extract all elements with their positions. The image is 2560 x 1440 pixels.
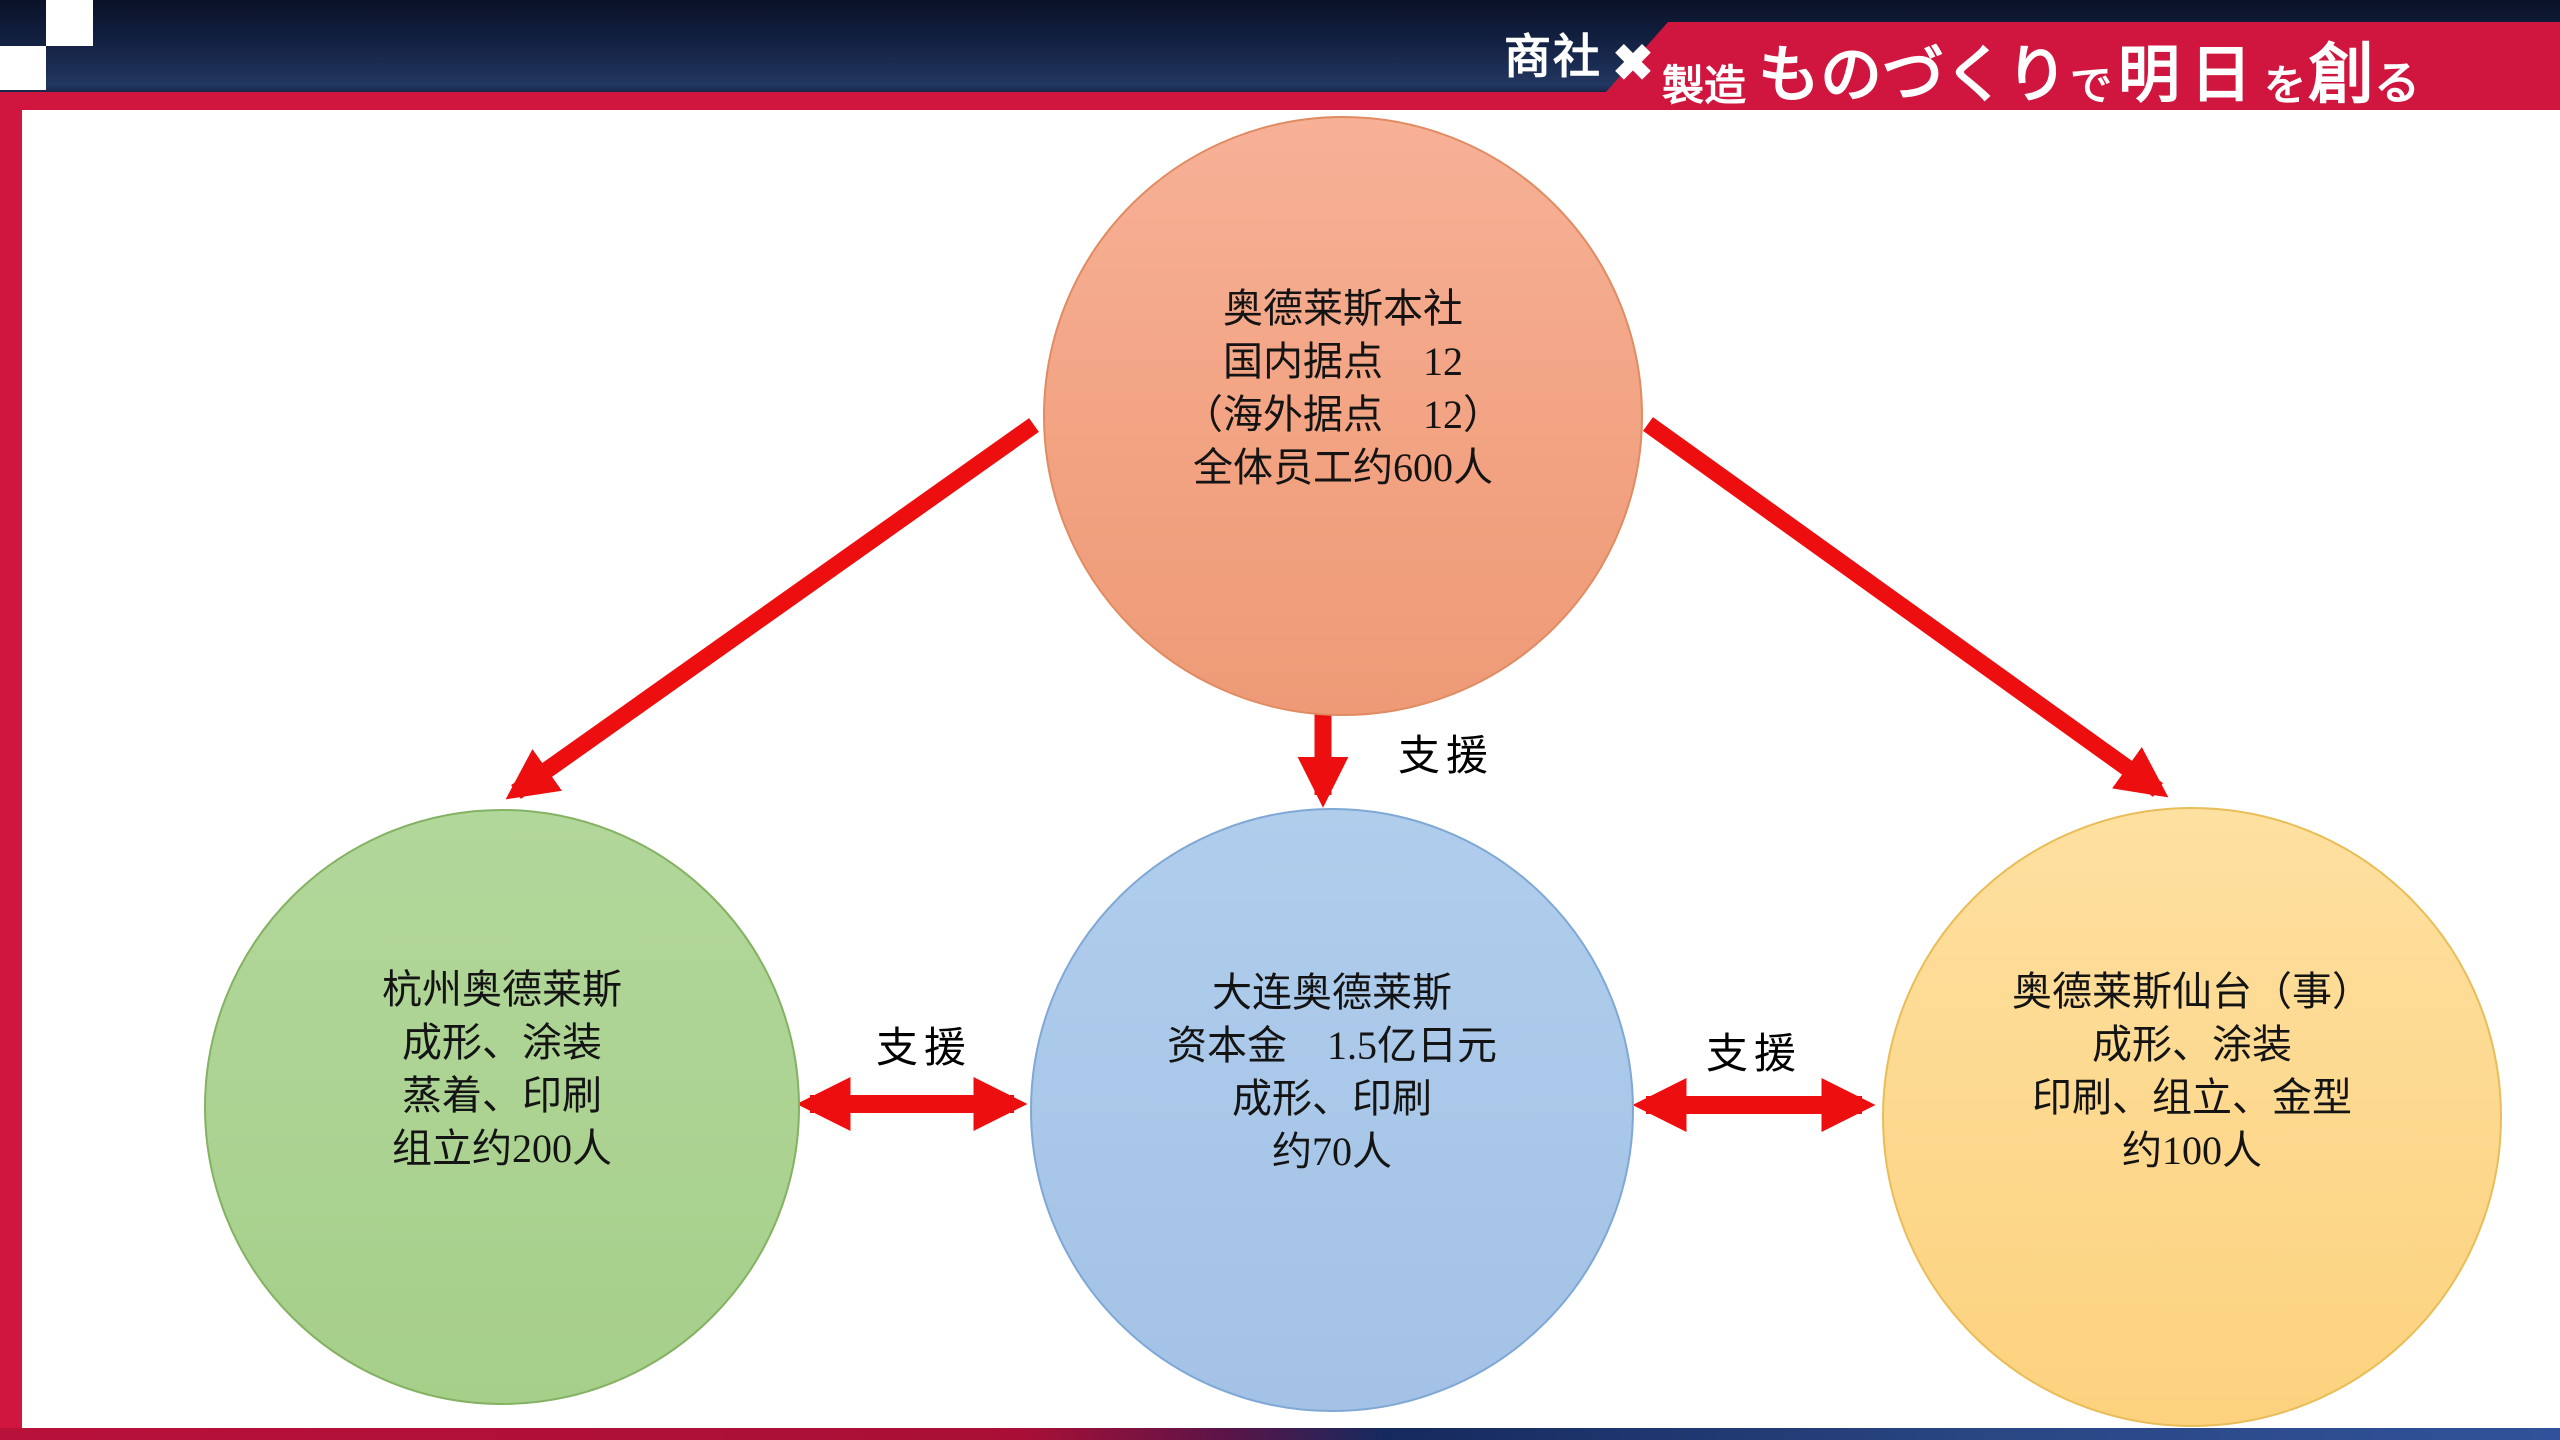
node-line: 约100人 [2122, 1128, 2262, 1173]
title-banner-shape [1606, 22, 2560, 92]
node-hangzhou: 杭州奥德莱斯 成形、涂装 蒸着、印刷 组立约200人 [204, 809, 800, 1405]
checker-square-top [46, 0, 93, 46]
node-sendai: 奥德莱斯仙台（事） 成形、涂装 印刷、组立、金型 约100人 [1882, 807, 2502, 1427]
frame-bottom-band [0, 1428, 2560, 1440]
node-line: 全体员工约600人 [1193, 445, 1493, 490]
support-label-left: 支援 [876, 1026, 973, 1072]
node-line: 成形、涂装 [402, 1020, 602, 1065]
node-headquarters: 奥德莱斯本社 国内据点 12 （海外据点 12） 全体员工约600人 [1043, 116, 1643, 716]
node-line: 杭州奥德莱斯 [382, 967, 622, 1012]
node-line: 组立约200人 [392, 1126, 612, 1171]
multiply-cross-icon: ✖ [1612, 35, 1654, 91]
support-label-center: 支援 [1398, 734, 1495, 780]
frame-left-border [0, 92, 22, 1440]
banner-title-part: 創 [2308, 37, 2375, 112]
checker-square-left [0, 46, 46, 90]
banner-title-part: で [2070, 62, 2113, 110]
node-headquarters-text: 奥德莱斯本社 国内据点 12 （海外据点 12） 全体员工约600人 [1183, 282, 1503, 494]
node-line: 资本金 1.5亿日元 [1167, 1023, 1497, 1068]
node-line: 奥德莱斯本社 [1223, 286, 1463, 331]
node-sendai-text: 奥德莱斯仙台（事） 成形、涂装 印刷、组立、金型 约100人 [2012, 965, 2372, 1177]
node-line: （海外据点 12） [1183, 392, 1503, 437]
banner-title-part: る [2374, 57, 2421, 110]
node-line: 大连奥德莱斯 [1212, 970, 1452, 1015]
node-line: 成形、涂装 [2092, 1022, 2292, 1067]
banner-title-part: 明日 [2118, 41, 2263, 111]
frame-top-band [0, 92, 2560, 110]
node-line: 约70人 [1272, 1129, 1392, 1174]
node-dalian: 大连奥德莱斯 资本金 1.5亿日元 成形、印刷 约70人 [1030, 808, 1634, 1412]
node-line: 成形、印刷 [1232, 1076, 1432, 1121]
banner-subtitle: 製造 [1662, 62, 1747, 110]
node-line: 蒸着、印刷 [402, 1073, 602, 1118]
node-line: 印刷、组立、金型 [2032, 1075, 2352, 1120]
header-tag: 商社 [1504, 30, 1602, 83]
banner-title-part: ものづくり [1758, 41, 2069, 111]
node-dalian-text: 大连奥德莱斯 资本金 1.5亿日元 成形、印刷 约70人 [1167, 966, 1497, 1178]
support-label-right: 支援 [1706, 1032, 1803, 1078]
banner-title-part: を [2264, 62, 2307, 110]
node-hangzhou-text: 杭州奥德莱斯 成形、涂装 蒸着、印刷 组立约200人 [382, 963, 622, 1175]
banner-title: 製造 ものづくり で 明日 を 創 る [1662, 22, 2558, 112]
node-line: 奥德莱斯仙台（事） [2012, 969, 2372, 1014]
node-line: 国内据点 12 [1223, 339, 1463, 384]
